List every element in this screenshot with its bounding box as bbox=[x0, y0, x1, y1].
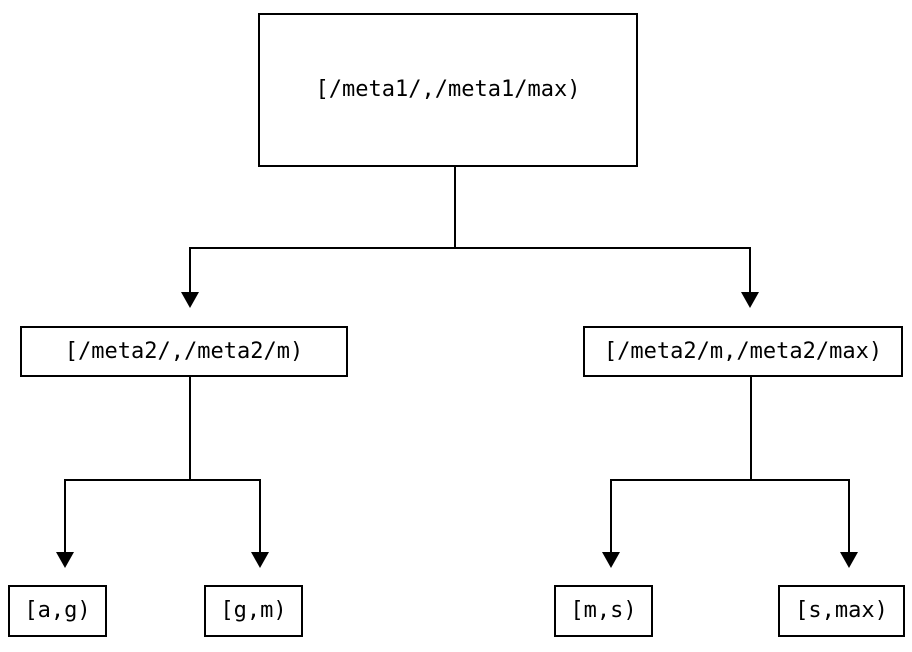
connector-root-to-right-line bbox=[749, 247, 751, 292]
connector-right-mid-drop-line bbox=[750, 377, 752, 481]
node-right-mid-label: [/meta2/m,/meta2/max) bbox=[603, 338, 883, 364]
node-leaf-smax: [s,max) bbox=[778, 585, 905, 637]
connector-root-branch-line bbox=[189, 247, 751, 249]
node-leaf-ms-label: [m,s) bbox=[570, 598, 637, 623]
node-leaf-smax-label: [s,max) bbox=[795, 598, 888, 623]
node-right-mid: [/meta2/m,/meta2/max) bbox=[583, 326, 903, 377]
connector-root-to-left-line bbox=[189, 247, 191, 292]
arrow-down-icon bbox=[840, 552, 858, 568]
connector-right-mid-branch-line bbox=[610, 479, 850, 481]
node-leaf-gm-label: [g,m) bbox=[220, 598, 287, 623]
arrow-down-icon bbox=[741, 292, 759, 308]
connector-left-mid-to-leaf-ag-line bbox=[64, 479, 66, 552]
node-left-mid: [/meta2/,/meta2/m) bbox=[20, 326, 348, 377]
connector-root-drop-line bbox=[454, 167, 456, 249]
connector-left-mid-branch-line bbox=[64, 479, 261, 481]
node-root: [/meta1/,/meta1/max) bbox=[258, 13, 638, 167]
connector-right-mid-to-leaf-smax-line bbox=[848, 479, 850, 552]
connector-left-mid-drop-line bbox=[189, 377, 191, 481]
arrow-down-icon bbox=[251, 552, 269, 568]
arrow-down-icon bbox=[56, 552, 74, 568]
connector-right-mid-to-leaf-ms-line bbox=[610, 479, 612, 552]
node-left-mid-label: [/meta2/,/meta2/m) bbox=[64, 338, 304, 364]
arrow-down-icon bbox=[602, 552, 620, 568]
node-leaf-ag-label: [a,g) bbox=[24, 598, 91, 623]
node-leaf-gm: [g,m) bbox=[204, 585, 303, 637]
node-root-label: [/meta1/,/meta1/max) bbox=[315, 77, 581, 102]
connector-left-mid-to-leaf-gm-line bbox=[259, 479, 261, 552]
arrow-down-icon bbox=[181, 292, 199, 308]
node-leaf-ms: [m,s) bbox=[554, 585, 653, 637]
node-leaf-ag: [a,g) bbox=[8, 585, 107, 637]
